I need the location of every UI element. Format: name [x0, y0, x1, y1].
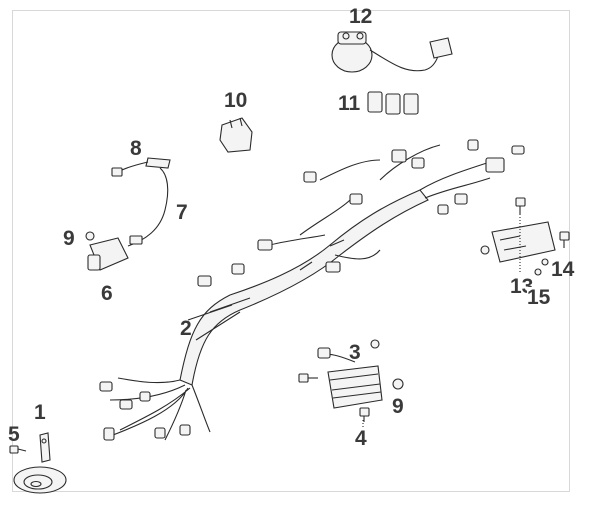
main-wiring-harness: [99, 139, 525, 441]
diagram-frame: [12, 10, 570, 492]
callout-6: 6: [101, 282, 113, 305]
callout-10: 10: [224, 89, 248, 112]
callout-1: 1: [34, 401, 46, 424]
regulator-bolts: [298, 373, 370, 422]
callout-11: 11: [338, 92, 361, 115]
horn-bolt: [9, 445, 27, 454]
callout-3: 3: [349, 341, 361, 364]
callout-14: 14: [551, 258, 575, 281]
sensor-assembly: [87, 157, 171, 271]
regulator: [317, 339, 383, 409]
control-unit: [480, 221, 556, 266]
callout-15: 15: [527, 286, 551, 309]
callout-12: 12: [349, 5, 373, 28]
callout-7: 7: [176, 201, 188, 224]
control-unit-bolts: [515, 197, 570, 276]
horn: [13, 432, 67, 494]
callout-2: 2: [180, 317, 192, 340]
callout-5: 5: [8, 423, 20, 446]
starter-relay: [331, 31, 453, 73]
relay: [219, 117, 253, 153]
leader-lines: [362, 214, 521, 428]
nut-left: [85, 231, 95, 241]
callout-8: 8: [130, 137, 142, 160]
callout-9-right: 9: [392, 395, 404, 418]
nut-right: [392, 378, 404, 390]
callout-4: 4: [355, 427, 367, 450]
callout-9-left: 9: [63, 227, 75, 250]
fuses: [367, 91, 419, 115]
